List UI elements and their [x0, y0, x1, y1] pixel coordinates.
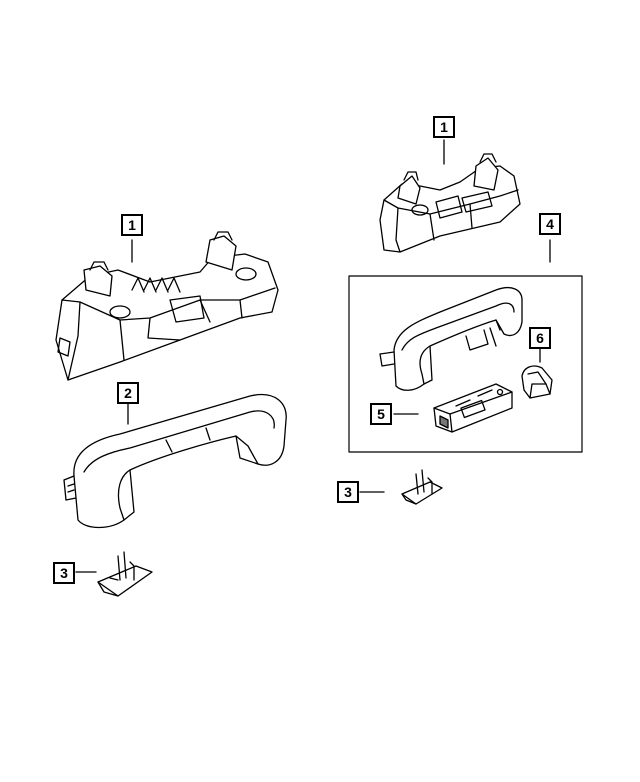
callout-1-left: 1	[121, 214, 143, 236]
bracket-right	[379, 153, 521, 253]
kit-handle	[379, 286, 523, 391]
end-cap	[521, 365, 553, 399]
callout-2: 2	[117, 382, 139, 404]
callout-1-right: 1	[433, 116, 455, 138]
kit-box	[348, 275, 583, 453]
callout-6: 6	[529, 327, 551, 349]
clip-left	[97, 551, 153, 597]
callout-5: 5	[370, 403, 392, 425]
light-module	[433, 383, 513, 433]
bracket-left	[55, 231, 279, 381]
clip-right	[401, 469, 443, 505]
callout-3-left: 3	[53, 562, 75, 584]
callout-3-right: 3	[337, 481, 359, 503]
callout-4: 4	[539, 213, 561, 235]
grab-handle	[63, 394, 287, 529]
